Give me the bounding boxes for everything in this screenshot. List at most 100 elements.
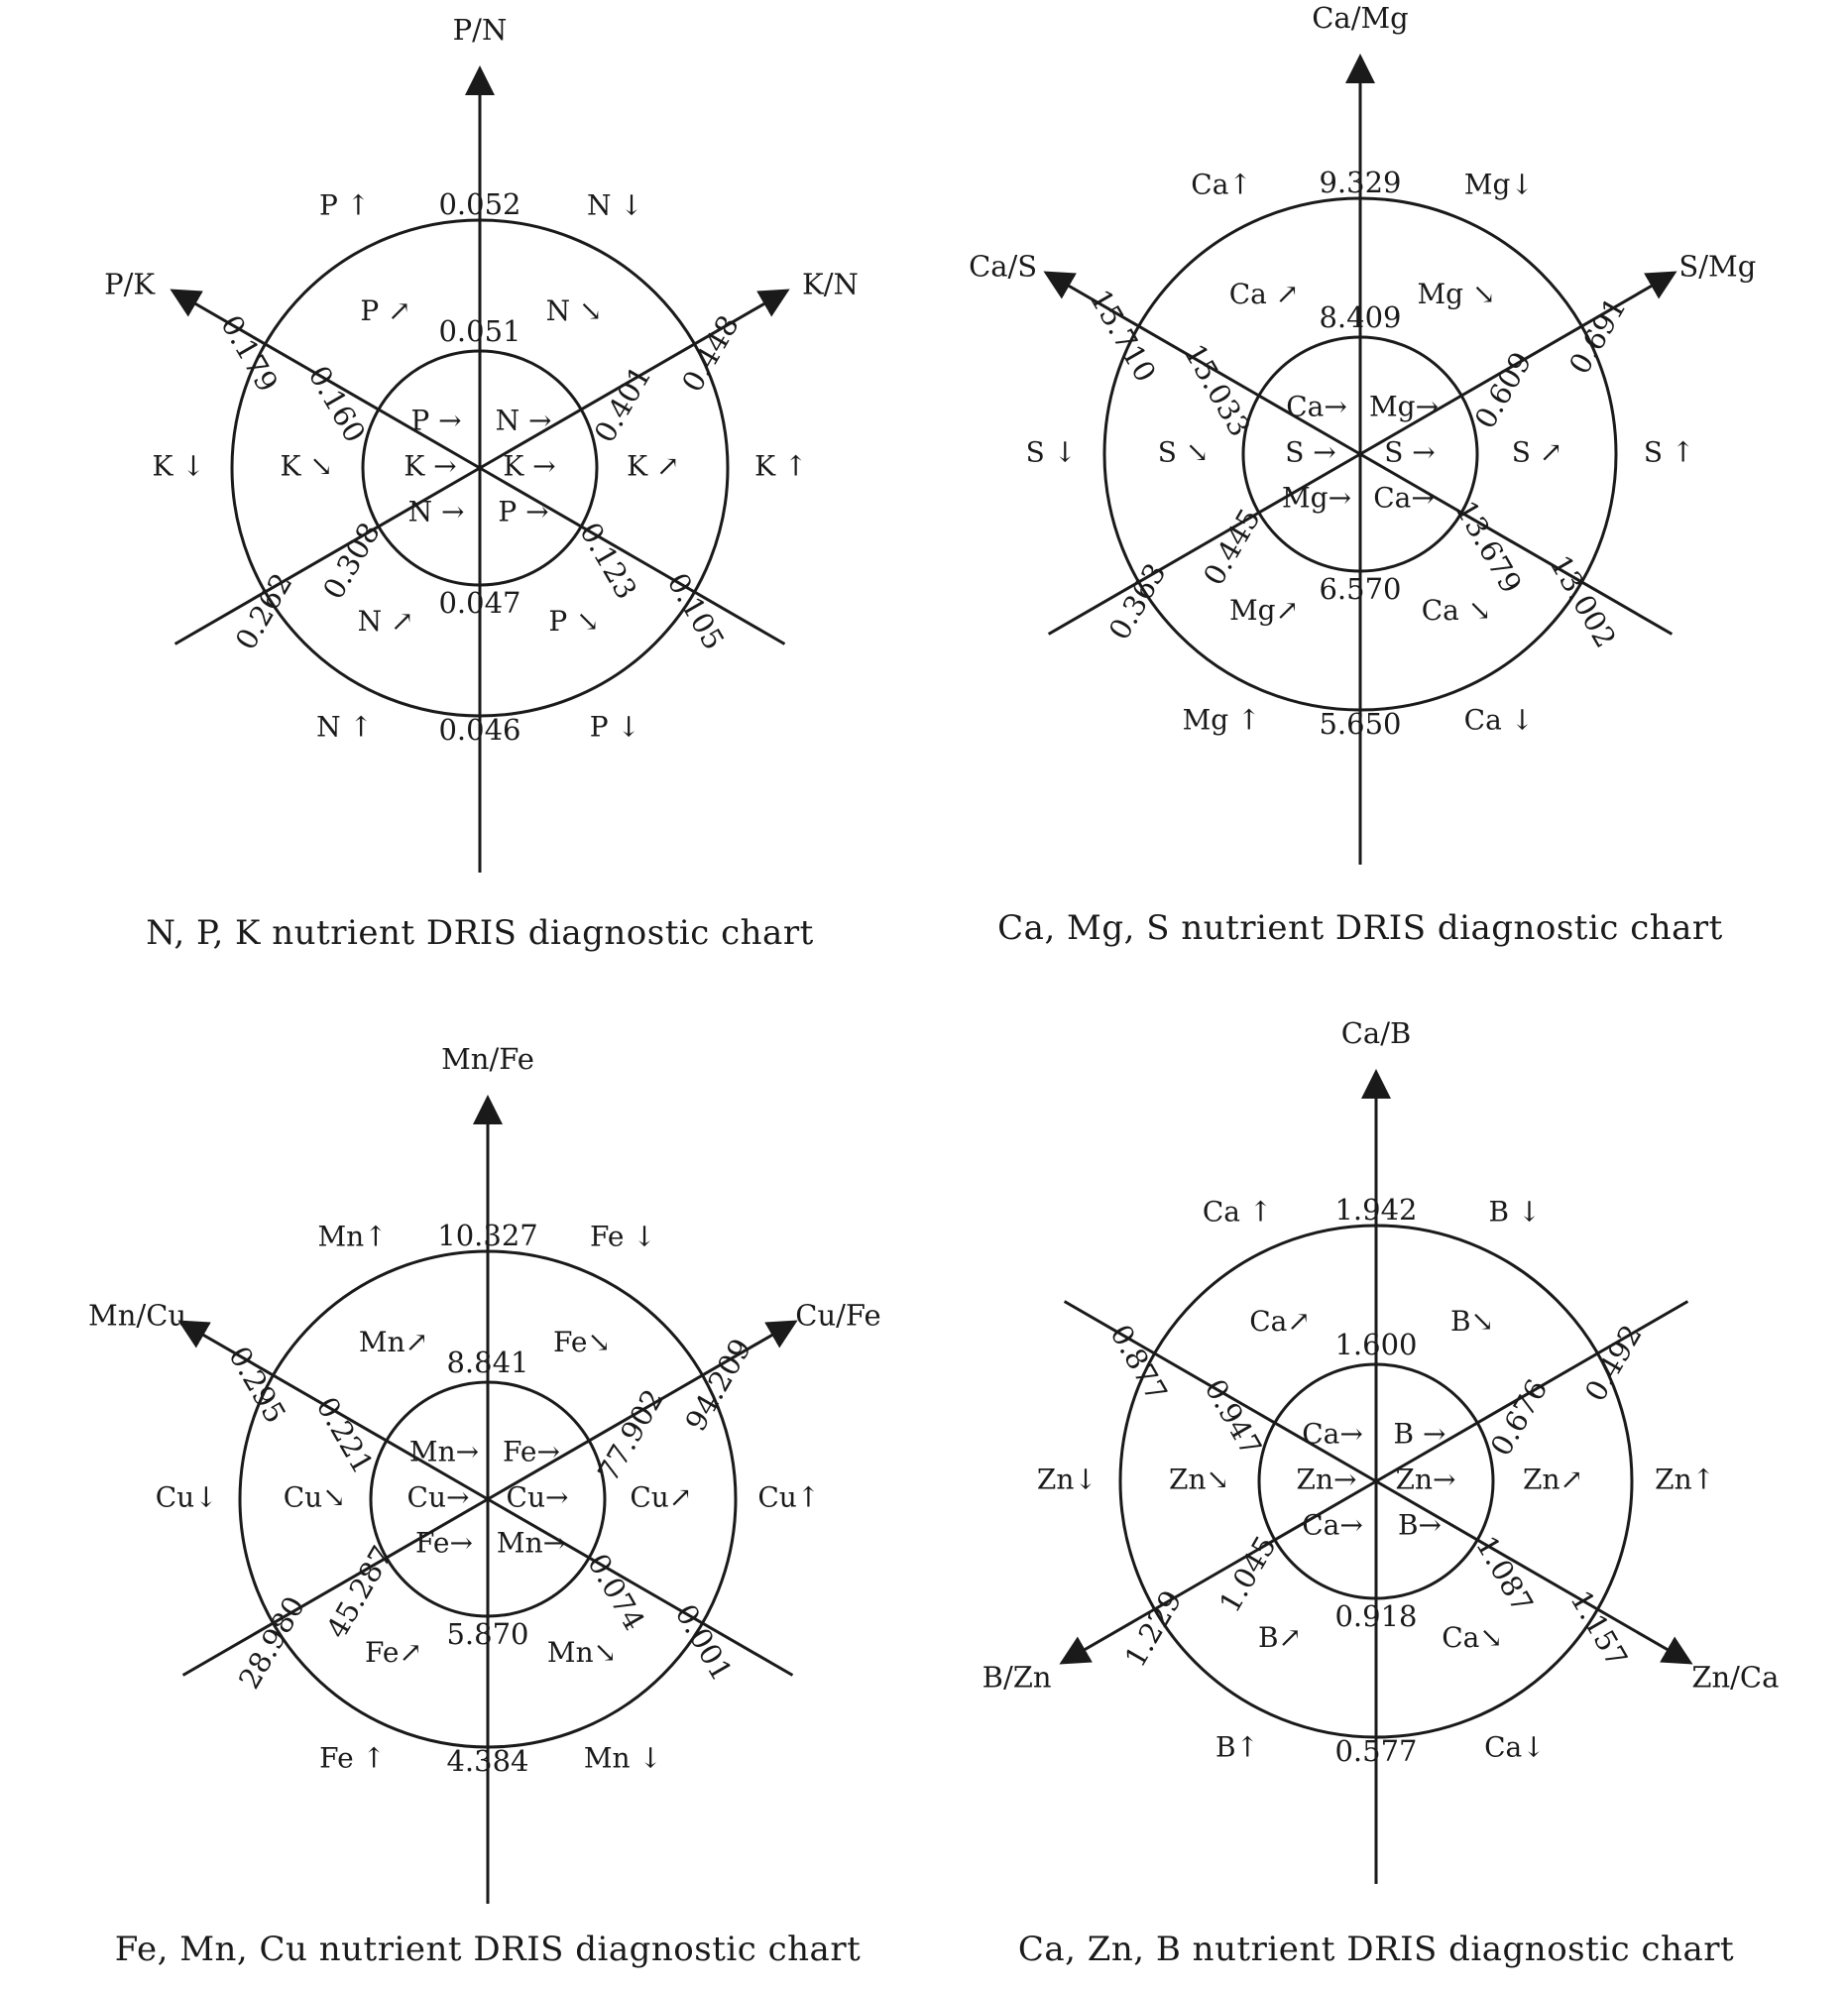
threshold-ul-outer: 15.710 (1084, 284, 1163, 388)
inner-zone-label: Zn→ (1297, 1464, 1357, 1496)
inner-zone-label: Ca→ (1373, 482, 1435, 515)
axis-label: Ca/B (1341, 1016, 1412, 1050)
threshold-ur-inner: 77.902 (591, 1383, 670, 1487)
threshold-inner-high: 8.841 (446, 1346, 528, 1379)
threshold-lr-inner: 13.679 (1448, 495, 1528, 599)
threshold-ul-inner: 0.947 (1198, 1373, 1268, 1462)
threshold-lr-inner: 1.087 (1469, 1530, 1540, 1618)
threshold-lr-inner: 0.123 (573, 517, 643, 605)
axis-line-lr (479, 466, 786, 645)
inner-zone-label: Mg→ (1369, 391, 1439, 423)
inner-zone-label: Mn→ (409, 1436, 479, 1468)
inner-zone-label: B → (1394, 1418, 1446, 1451)
middle-zone-label: K ↗ (627, 450, 679, 483)
threshold-ul-outer: 0.179 (214, 309, 285, 398)
outer-zone-label: N ↑ (316, 711, 373, 744)
axis-label: K/N (802, 268, 859, 301)
inner-zone-label: Cu→ (507, 1481, 569, 1514)
threshold-outer-high: 1.942 (1334, 1193, 1417, 1227)
middle-zone-label: Mn↘ (547, 1636, 617, 1669)
threshold-ul-inner: 0.160 (301, 360, 372, 448)
threshold-inner-low: 6.570 (1319, 572, 1401, 606)
dris-chart: Ca/MgS/MgCa/S9.3298.4096.5705.6500.6910.… (969, 1, 1756, 948)
threshold-ll-inner: 45.287 (319, 1540, 399, 1644)
axis-line-ur (1375, 1300, 1689, 1483)
axis-line-lr (1375, 1479, 1693, 1665)
threshold-ur-outer: 94.209 (678, 1333, 757, 1437)
chart-caption: Ca, Mg, S nutrient DRIS diagnostic chart (997, 908, 1723, 948)
threshold-lr-outer: 0.001 (668, 1598, 739, 1687)
middle-zone-label: Zn↘ (1169, 1464, 1229, 1496)
outer-zone-label: K ↑ (754, 450, 807, 483)
inner-zone-label: P → (410, 405, 461, 437)
middle-zone-label: N ↗ (358, 605, 414, 638)
threshold-outer-high: 9.329 (1319, 166, 1401, 199)
inner-zone-label: Zn→ (1396, 1464, 1456, 1496)
dris-chart: Mn/FeCu/FeMn/Cu10.3278.8415.8704.38494.2… (88, 1042, 881, 1969)
chart-caption: Ca, Zn, B nutrient DRIS diagnostic chart (1018, 1930, 1734, 1969)
middle-zone-label: Ca↘ (1442, 1621, 1503, 1654)
threshold-inner-low: 0.047 (438, 586, 520, 620)
threshold-inner-high: 0.051 (438, 314, 520, 348)
middle-zone-label: Fe↗ (365, 1636, 422, 1669)
inner-zone-label: Fe→ (503, 1436, 560, 1468)
outer-zone-label: Mg↓ (1464, 169, 1534, 201)
middle-zone-label: Cu↘ (284, 1481, 346, 1514)
middle-zone-label: P ↘ (548, 605, 599, 638)
axis-label: P/K (104, 268, 156, 301)
threshold-inner-high: 8.409 (1319, 300, 1401, 334)
outer-zone-label: Cu↓ (156, 1481, 218, 1514)
threshold-ll-outer: 0.363 (1102, 557, 1173, 645)
threshold-ur-outer: 0.448 (675, 309, 746, 398)
threshold-ur-outer: 0.492 (1578, 1319, 1649, 1407)
outer-zone-label: Ca ↓ (1464, 703, 1534, 736)
threshold-ll-inner: 0.445 (1197, 503, 1267, 591)
axis-label: Ca/Mg (1312, 1, 1409, 35)
threshold-ll-outer: 0.262 (229, 567, 299, 655)
threshold-ll-outer: 28.980 (232, 1590, 311, 1695)
axis-line-ul (1043, 271, 1361, 456)
axis-line-ur (1359, 271, 1677, 456)
dris-chart: P/NK/NP/K0.0520.0510.0470.0460.4480.4010… (104, 13, 859, 953)
inner-zone-label: N → (496, 405, 552, 437)
axis-line-lr (487, 1497, 794, 1677)
axis-line-ll (1047, 452, 1361, 636)
axis-label: Ca/S (969, 250, 1037, 284)
middle-zone-label: Ca↗ (1249, 1305, 1311, 1338)
axis-label: B/Zn (982, 1661, 1052, 1695)
inner-zone-label: B→ (1398, 1509, 1442, 1542)
chart-caption: Fe, Mn, Cu nutrient DRIS diagnostic char… (115, 1930, 861, 1969)
inner-zone-label: N → (408, 496, 465, 528)
axis-label: Mn/Fe (441, 1042, 534, 1076)
axis-line-ul (177, 1320, 489, 1501)
threshold-inner-low: 0.918 (1334, 1599, 1417, 1633)
threshold-outer-high: 0.052 (438, 187, 520, 221)
axis-line-ur (479, 289, 790, 470)
threshold-lr-outer: 1.157 (1563, 1584, 1634, 1673)
middle-zone-label: Mn↗ (359, 1326, 428, 1358)
inner-zone-label: S → (1384, 436, 1436, 469)
threshold-ul-inner: 15.033 (1178, 338, 1257, 442)
axis-line-ll (181, 1497, 489, 1677)
outer-zone-label: Fe ↑ (319, 1742, 386, 1775)
outer-zone-label: P ↓ (590, 711, 640, 744)
threshold-lr-outer: 13.002 (1544, 549, 1623, 653)
threshold-inner-high: 1.600 (1334, 1328, 1417, 1361)
middle-zone-label: Zn↗ (1523, 1464, 1583, 1496)
middle-zone-label: S ↘ (1158, 436, 1210, 469)
threshold-ll-inner: 0.308 (316, 517, 387, 605)
inner-zone-label: Ca→ (1286, 391, 1347, 423)
outer-zone-label: P ↑ (319, 188, 370, 221)
outer-zone-label: Zn↓ (1037, 1464, 1097, 1496)
outer-zone-label: Ca ↑ (1203, 1196, 1272, 1229)
threshold-ll-inner: 1.045 (1213, 1530, 1283, 1618)
axis-label: Mn/Cu (88, 1299, 186, 1333)
middle-zone-label: B↘ (1450, 1305, 1494, 1338)
inner-zone-label: K → (404, 450, 456, 483)
threshold-lr-inner: 0.074 (581, 1548, 651, 1636)
middle-zone-label: Cu↗ (630, 1481, 692, 1514)
axis-line-ul (1063, 1300, 1377, 1483)
threshold-ur-inner: 0.609 (1468, 346, 1539, 434)
axis-label: P/N (453, 13, 508, 47)
middle-zone-label: P ↗ (360, 294, 410, 327)
